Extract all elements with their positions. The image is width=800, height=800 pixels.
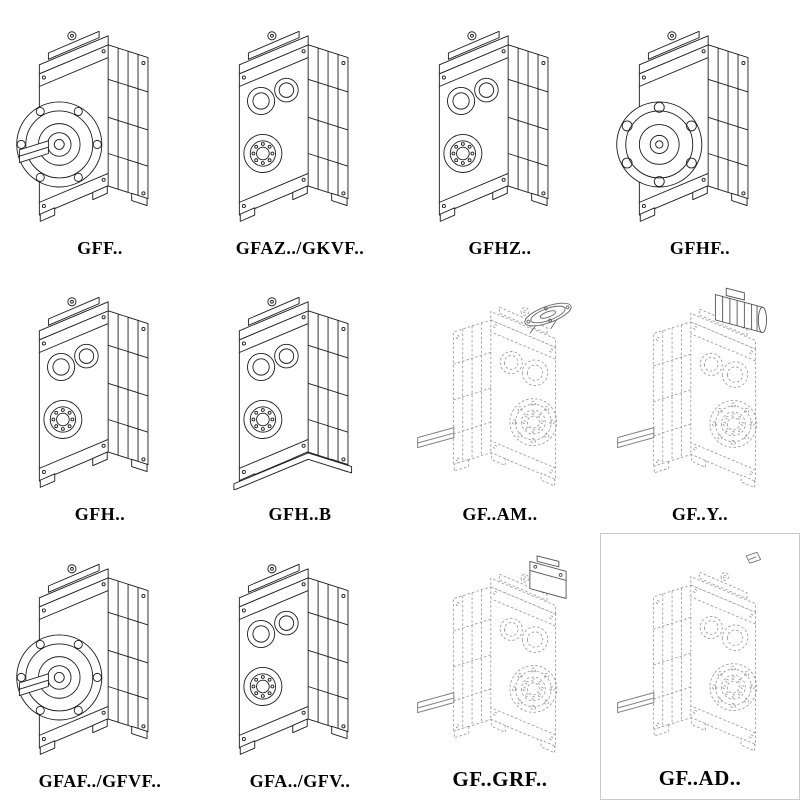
- gearbox-technical-drawing: [202, 537, 398, 769]
- product-cell-gfh: GFH..: [0, 267, 200, 534]
- gearbox-drawing-svg: [214, 281, 386, 491]
- model-code-label: GF..AD..: [658, 765, 742, 790]
- product-cell-gfaz-gkvf: GFAZ../GKVF..: [200, 0, 400, 267]
- product-cell-gfhf: GFHF..: [600, 0, 800, 267]
- gearbox-technical-drawing: [402, 4, 598, 236]
- product-cell-gfh-b: GFH..B: [200, 267, 400, 534]
- model-code-label: GFH..: [74, 504, 126, 525]
- product-cell-gf-grf: GF..GRF..: [400, 533, 600, 800]
- gearbox-drawing-svg: [214, 548, 386, 758]
- gearbox-drawing-svg: [614, 546, 786, 756]
- gearbox-technical-drawing: [202, 271, 398, 503]
- gearbox-technical-drawing: [2, 271, 198, 503]
- model-code-label: GFF..: [77, 237, 123, 258]
- gearbox-drawing-svg: [214, 15, 386, 225]
- model-code-label: GFHF..: [669, 237, 731, 258]
- gearbox-technical-drawing: [202, 4, 398, 236]
- model-code-label: GFHZ..: [468, 237, 532, 258]
- model-code-label: GFH..B: [268, 504, 332, 525]
- product-cell-gf-ad: GF..AD..: [600, 533, 800, 800]
- product-cell-gf-y: GF..Y..: [600, 267, 800, 534]
- gearbox-technical-drawing: [2, 537, 198, 769]
- model-code-label: GF..Y..: [671, 504, 729, 525]
- model-code-label: GFAF../GFVF..: [38, 770, 162, 791]
- gearbox-drawing-svg: [414, 281, 586, 491]
- gearbox-drawing-svg: [14, 281, 186, 491]
- gearbox-drawing-svg: [414, 15, 586, 225]
- gearbox-drawing-svg: [614, 281, 786, 491]
- gearbox-technical-drawing: [402, 537, 598, 765]
- model-code-label: GFAZ../GKVF..: [235, 237, 365, 258]
- product-cell-gfa-gfv: GFA../GFV..: [200, 533, 400, 800]
- model-code-label: GFA../GFV..: [249, 770, 351, 791]
- gearbox-drawing-svg: [14, 548, 186, 758]
- gearbox-technical-drawing: [603, 538, 797, 764]
- product-cell-gff: GFF..: [0, 0, 200, 267]
- gearbox-drawing-svg: [414, 546, 586, 756]
- gearbox-drawing-svg: [614, 15, 786, 225]
- product-cell-gf-am: GF..AM..: [400, 267, 600, 534]
- gearbox-technical-drawing: [402, 271, 598, 503]
- gearbox-drawing-svg: [14, 15, 186, 225]
- product-cell-gfaf-gfvf: GFAF../GFVF..: [0, 533, 200, 800]
- gearbox-technical-drawing: [602, 271, 798, 503]
- model-code-label: GF..AM..: [462, 504, 538, 525]
- gearbox-technical-drawing: [602, 4, 798, 236]
- product-cell-gfhz: GFHZ..: [400, 0, 600, 267]
- gearbox-technical-drawing: [2, 4, 198, 236]
- model-code-label: GF..GRF..: [452, 766, 548, 791]
